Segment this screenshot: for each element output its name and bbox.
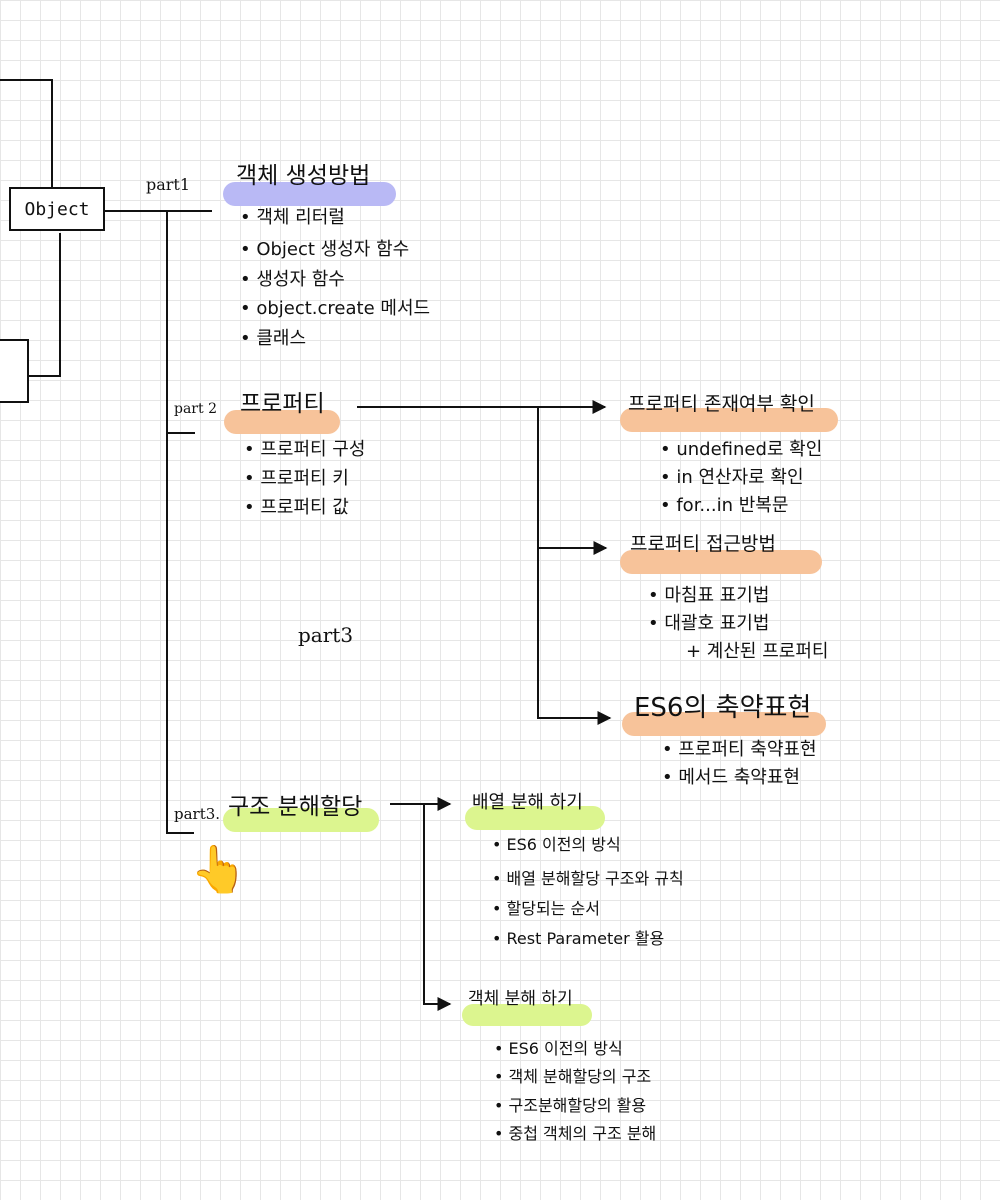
es6-shorthand-item: • 메서드 축약표현 <box>662 767 800 788</box>
property-exists-item: • for...in 반복문 <box>660 495 789 516</box>
part1-title-highlight <box>223 182 396 206</box>
part3-tag: part3. <box>174 805 221 823</box>
main-trunk <box>166 211 194 834</box>
part1-item: • 객체 리터럴 <box>240 207 345 228</box>
part2-item: • 프로퍼티 키 <box>244 468 349 489</box>
part1-title: 객체 생성방법 <box>236 163 371 189</box>
object-destructuring-item: • ES6 이전의 방식 <box>494 1039 623 1058</box>
property-exists-item: • in 연산자로 확인 <box>660 467 804 488</box>
object-destructuring-item: • 객체 분해할당의 구조 <box>494 1067 652 1086</box>
part1-item: • 생성자 함수 <box>240 269 345 290</box>
property-access-item: • 대괄호 표기법 <box>648 613 770 634</box>
array-destructuring-title: 배열 분해 하기 <box>472 792 583 813</box>
part1-item: • Object 생성자 함수 <box>240 239 410 260</box>
arrow-es6-shorthand <box>537 407 612 725</box>
es6-shorthand-highlight <box>622 712 826 736</box>
offscreen-node-box <box>0 339 29 403</box>
property-exists-item: • undefined로 확인 <box>660 439 823 460</box>
lower-left-connector <box>28 233 61 377</box>
object-destructuring-item: • 중첩 객체의 구조 분해 <box>494 1124 657 1143</box>
property-access-item: • 마침표 표기법 <box>648 585 770 606</box>
part3-title: 구조 분해할당 <box>228 794 363 820</box>
array-destructuring-highlight <box>465 806 605 830</box>
part1-item: • object.create 메서드 <box>240 298 431 319</box>
property-exists-highlight <box>620 408 838 432</box>
object-destructuring-highlight <box>462 1004 592 1026</box>
root-object-node: Object <box>9 187 105 231</box>
es6-shorthand-item: • 프로퍼티 축약표현 <box>662 739 817 760</box>
es6-shorthand-title: ES6의 축약표현 <box>634 693 812 723</box>
upper-left-connector <box>0 79 53 187</box>
property-exists-title: 프로퍼티 존재여부 확인 <box>628 393 815 415</box>
root-label: Object <box>24 198 90 220</box>
part2-item: • 프로퍼티 값 <box>244 497 349 518</box>
part1-tag: part1 <box>146 175 191 194</box>
pointing-up-hand-icon: 👆 <box>190 842 248 896</box>
part2-title-highlight <box>224 410 340 434</box>
object-destructuring-item: • 구조분해할당의 활용 <box>494 1096 647 1115</box>
part3-title-highlight <box>223 808 379 832</box>
array-destructuring-item: • ES6 이전의 방식 <box>492 835 621 854</box>
part1-item: • 클래스 <box>240 328 307 349</box>
object-destructuring-title: 객체 분해 하기 <box>468 989 573 1009</box>
array-destructuring-item: • 할당되는 순서 <box>492 899 600 918</box>
part2-item: • 프로퍼티 구성 <box>244 439 366 460</box>
floating-note: part3 <box>298 623 354 647</box>
part2-tag: part 2 <box>174 401 217 417</box>
array-destructuring-item: • Rest Parameter 활용 <box>492 929 665 948</box>
property-access-highlight <box>620 550 822 574</box>
property-access-title: 프로퍼티 접근방법 <box>630 533 776 555</box>
arrow-object-destructuring <box>423 804 452 1011</box>
part2-title: 프로퍼티 <box>240 391 325 417</box>
array-destructuring-item: • 배열 분해할당 구조와 규칙 <box>492 869 684 888</box>
property-access-item: + 계산된 프로퍼티 <box>686 641 829 662</box>
